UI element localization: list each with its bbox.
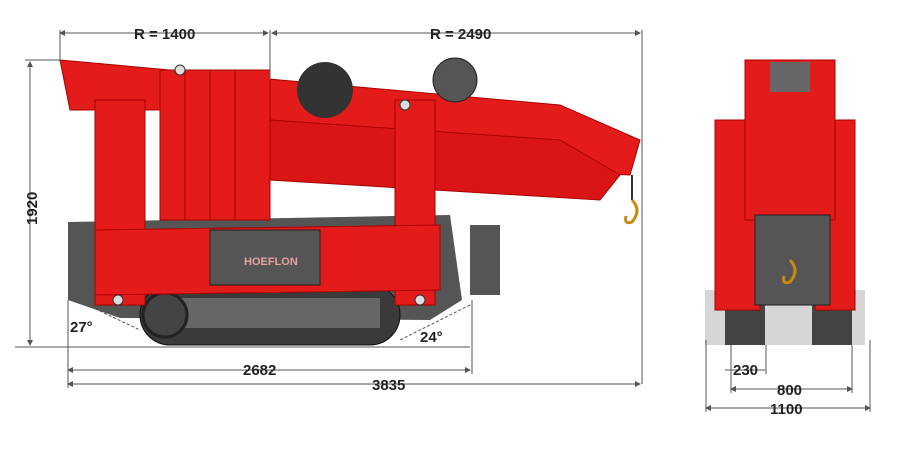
dim-track-gauge: 800 [777,382,802,399]
dim-angle-front: 24° [420,329,443,346]
winch-drum [297,62,353,118]
logo-text: HOEFLON [244,256,298,268]
dim-reach-front: R = 2490 [430,26,491,43]
dim-overall-width: 1100 [770,401,803,418]
counterweight-box [159,69,271,221]
outrigger-pins [112,64,426,306]
dim-reach-rear: R = 1400 [134,26,195,43]
drive-sprocket [141,291,189,339]
dimension-labels: R = 1400 R = 2490 1920 27° 24° 2682 3835… [24,26,803,418]
hook-icon [624,175,639,225]
front-view [705,59,865,345]
dim-track-length: 2682 [243,362,276,379]
front-engine [754,214,831,306]
dimension-lines [15,30,871,412]
slewing-motor [432,57,478,103]
side-view: HOEFLON [59,57,641,346]
dim-height: 1920 [24,192,41,225]
rear-weight [470,225,500,295]
engine-block [209,229,321,286]
dim-track-width: 230 [733,362,758,379]
dim-angle-rear: 27° [70,319,93,336]
track-inner [160,298,380,328]
front-winch [770,62,810,92]
front-hook-icon [782,258,797,285]
box-lines [184,70,236,220]
dim-overall-length: 3835 [372,377,405,394]
